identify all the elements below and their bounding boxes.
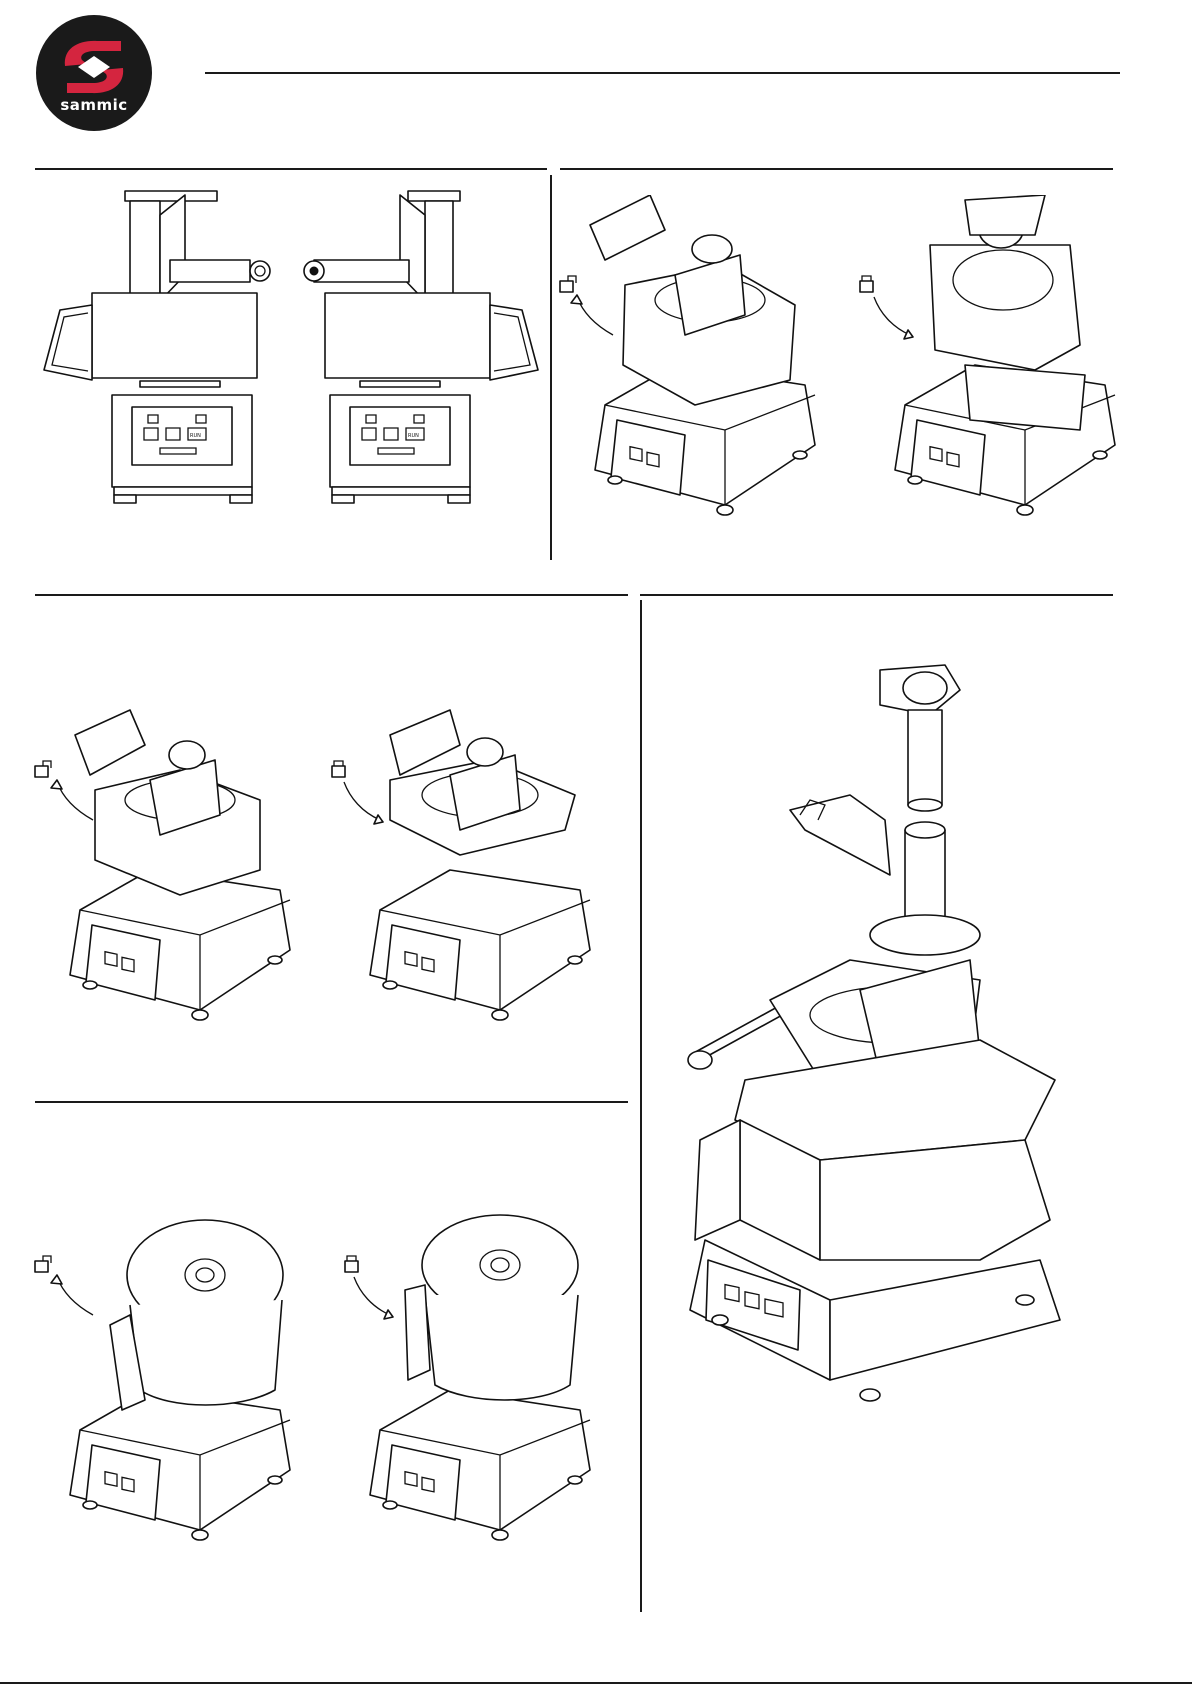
- exploded-view: [680, 660, 1120, 1420]
- section-rule-top-left: [35, 168, 547, 170]
- lock-open-icon: [560, 276, 576, 292]
- logo-wordmark: sammic: [35, 96, 153, 114]
- machine-lid-closed: [370, 710, 590, 1020]
- lock-closed-icon-3: [345, 1256, 358, 1272]
- logo-mark: [35, 14, 153, 132]
- pusher: [880, 665, 960, 811]
- open-arrow-icon-3: [51, 1275, 93, 1315]
- machine-bowl-locked: [370, 1215, 590, 1540]
- section-rule-mid-right: [640, 594, 1113, 596]
- lock-closed-icon-2: [332, 761, 345, 777]
- open-arrow-icon: [571, 295, 613, 335]
- machine-hopper-closed: [895, 195, 1115, 515]
- hinged-lid: [790, 795, 890, 875]
- close-arrow-icon: [874, 297, 913, 339]
- lock-closed-icon: [860, 276, 873, 292]
- footer-rule: [0, 1682, 1192, 1684]
- section-rule-mid-left: [35, 594, 628, 596]
- section-rule-lower-left: [35, 1101, 628, 1103]
- sammic-logo: sammic: [35, 14, 153, 132]
- bowl-lock-sequence: [30, 1180, 630, 1550]
- machine-hopper-open: [590, 195, 815, 515]
- hopper-lock-sequence: [555, 195, 1120, 535]
- front-view-left-hinge: RUN: [300, 185, 545, 515]
- section-rule-top-right: [560, 168, 1113, 170]
- run-label: RUN: [190, 433, 201, 439]
- machine-bowl-unlocked: [70, 1220, 290, 1540]
- open-arrow-icon-2: [51, 780, 93, 820]
- close-arrow-icon-2: [344, 782, 383, 824]
- section-divider-right: [640, 600, 642, 1612]
- close-arrow-icon-3: [354, 1277, 393, 1319]
- section-divider-top: [550, 175, 552, 560]
- lock-open-icon-2: [35, 761, 51, 777]
- header-rule: [205, 72, 1120, 74]
- front-view-right-hinge: RUN: [40, 185, 280, 515]
- run-label-2: RUN: [408, 433, 419, 439]
- lock-open-icon-3: [35, 1256, 51, 1272]
- machine-lid-open: [70, 710, 290, 1020]
- hopper-lock-sequence-2: [30, 680, 630, 1025]
